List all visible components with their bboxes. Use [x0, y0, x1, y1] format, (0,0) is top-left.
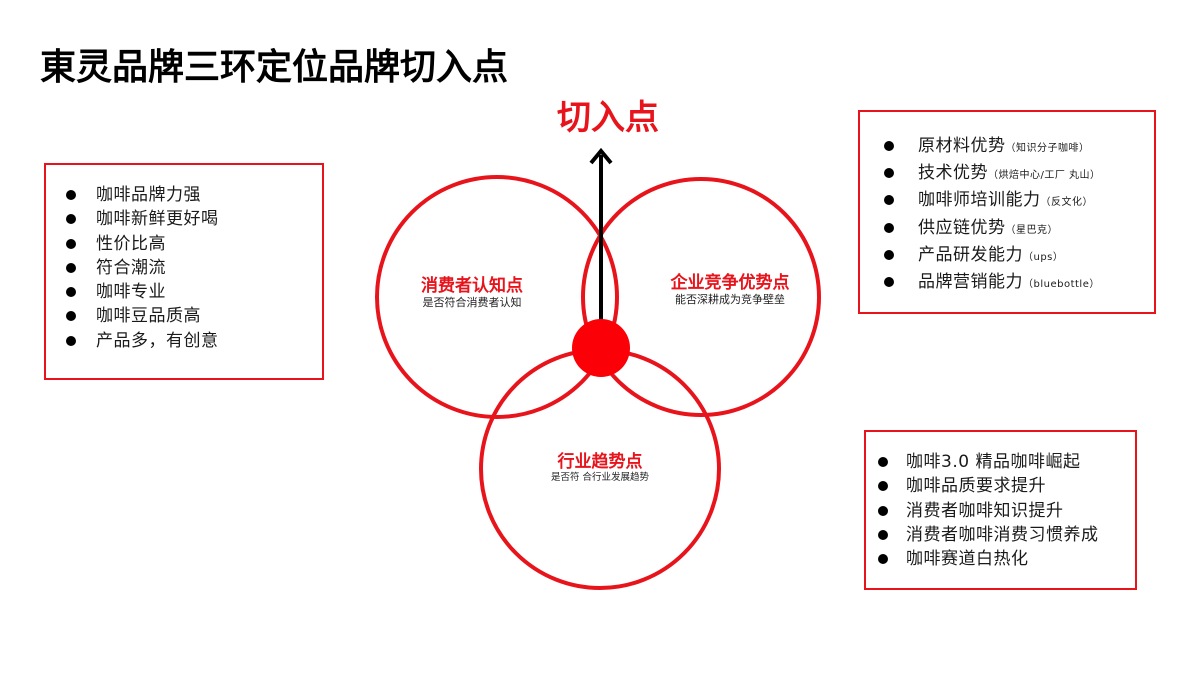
bullet-icon	[66, 238, 76, 249]
list-item: 符合潮流	[66, 256, 322, 280]
list-item: 咖啡师培训能力（反文化）	[884, 188, 1154, 215]
list-item-text: 符合潮流	[96, 257, 166, 278]
circle-title: 行业趋势点	[557, 452, 643, 472]
circle-subtitle: 是否符合消费者认知	[422, 296, 522, 309]
list-item-text: 咖啡豆品质高	[96, 306, 201, 327]
list-item-text: 咖啡专业	[96, 282, 166, 303]
bullet-icon	[884, 141, 894, 151]
list-item: 咖啡3.0 精品咖啡崛起	[878, 450, 1135, 474]
list-item: 品牌营销能力（bluebottle）	[884, 270, 1154, 297]
list-item: 技术优势（烘焙中心/工厂 丸山）	[884, 161, 1154, 188]
bullet-icon	[878, 554, 888, 565]
list-item-text: 消费者咖啡知识提升	[906, 500, 1064, 521]
list-item-text: 消费者咖啡消费习惯养成	[906, 524, 1099, 545]
enterprise-circle	[581, 177, 821, 417]
bullet-icon	[884, 277, 894, 288]
list-item: 供应链优势（星巴克）	[884, 216, 1154, 243]
enterprise-advantage-label: 企业竞争优势点 能否深耕成为竞争壁垒	[645, 273, 815, 307]
list-item: 咖啡专业	[66, 280, 322, 304]
list-item: 咖啡赛道白热化	[878, 547, 1135, 571]
circle-title: 企业竞争优势点	[670, 273, 790, 293]
list-item-text: 咖啡品质要求提升	[906, 476, 1046, 497]
list-item-text: 原材料优势	[918, 136, 1006, 156]
list-item-note: （bluebottle）	[1023, 279, 1100, 291]
consumer-circle	[375, 175, 619, 419]
bullet-icon	[878, 457, 888, 467]
industry-trend-label: 行业趋势点 是否符 合行业发展趋势	[525, 452, 675, 484]
list-item: 原材料优势（知识分子咖啡）	[884, 134, 1154, 161]
bullet-icon	[66, 311, 76, 322]
list-item: 咖啡品质要求提升	[878, 474, 1135, 498]
consumer-perception-box: 咖啡品牌力强 咖啡新鲜更好喝 性价比高 符合潮流 咖啡专业 咖啡豆品质高 产品多…	[44, 163, 324, 380]
list-item: 咖啡品牌力强	[66, 183, 322, 207]
list-item-note: （星巴克）	[1005, 224, 1058, 236]
list-item-text: 咖啡赛道白热化	[906, 549, 1029, 570]
consumer-perception-label: 消费者认知点 是否符合消费者认知	[397, 276, 547, 310]
industry-trend-list: 咖啡3.0 精品咖啡崛起 咖啡品质要求提升 消费者咖啡知识提升 消费者咖啡消费习…	[866, 432, 1135, 571]
list-item: 性价比高	[66, 232, 322, 256]
list-item: 消费者咖啡知识提升	[878, 499, 1135, 523]
circle-subtitle: 能否深耕成为竞争壁垒	[675, 293, 785, 306]
bullet-icon	[884, 195, 894, 206]
bullet-icon	[878, 481, 888, 492]
list-item-text: 技术优势	[918, 163, 988, 184]
enterprise-advantage-box: 原材料优势（知识分子咖啡） 技术优势（烘焙中心/工厂 丸山） 咖啡师培训能力（反…	[858, 110, 1156, 314]
list-item: 消费者咖啡消费习惯养成	[878, 523, 1135, 547]
list-item-text: 产品多，有创意	[96, 330, 219, 351]
bullet-icon	[66, 287, 76, 298]
list-item-text: 性价比高	[96, 233, 166, 254]
list-item-note: （ups）	[1023, 251, 1064, 263]
list-item: 咖啡豆品质高	[66, 304, 322, 328]
list-item-note: （知识分子咖啡）	[1005, 143, 1090, 154]
list-item-text: 产品研发能力	[918, 244, 1023, 265]
consumer-perception-list: 咖啡品牌力强 咖啡新鲜更好喝 性价比高 符合潮流 咖啡专业 咖啡豆品质高 产品多…	[46, 165, 322, 353]
list-item: 咖啡新鲜更好喝	[66, 207, 322, 231]
bullet-icon	[884, 249, 894, 260]
enterprise-advantage-list: 原材料优势（知识分子咖啡） 技术优势（烘焙中心/工厂 丸山） 咖啡师培训能力（反…	[860, 112, 1154, 297]
page-title: 東灵品牌三环定位品牌切入点	[40, 47, 509, 89]
list-item: 产品多，有创意	[66, 329, 322, 353]
entry-point-dot	[572, 319, 630, 377]
circle-title: 消费者认知点	[421, 276, 523, 296]
bullet-icon	[878, 529, 888, 540]
entry-point-label: 切入点	[557, 98, 659, 138]
list-item-text: 咖啡新鲜更好喝	[96, 209, 219, 230]
circle-subtitle: 是否符 合行业发展趋势	[550, 472, 650, 483]
list-item-note: （反文化）	[1040, 197, 1093, 209]
arrow-up-icon	[589, 147, 613, 325]
industry-trend-box: 咖啡3.0 精品咖啡崛起 咖啡品质要求提升 消费者咖啡知识提升 消费者咖啡消费习…	[864, 430, 1137, 590]
list-item: 产品研发能力（ups）	[884, 243, 1154, 270]
bullet-icon	[66, 190, 76, 200]
bullet-icon	[884, 222, 894, 233]
bullet-icon	[66, 335, 76, 346]
list-item-text: 咖啡品牌力强	[96, 185, 201, 205]
list-item-text: 品牌营销能力	[918, 272, 1023, 293]
bullet-icon	[878, 505, 888, 516]
bullet-icon	[66, 214, 76, 225]
list-item-text: 供应链优势	[918, 217, 1006, 238]
list-item-note: （烘焙中心/工厂 丸山）	[988, 170, 1101, 182]
bullet-icon	[66, 262, 76, 273]
list-item-text: 咖啡3.0 精品咖啡崛起	[906, 452, 1081, 472]
bullet-icon	[884, 168, 894, 179]
list-item-text: 咖啡师培训能力	[918, 190, 1041, 211]
